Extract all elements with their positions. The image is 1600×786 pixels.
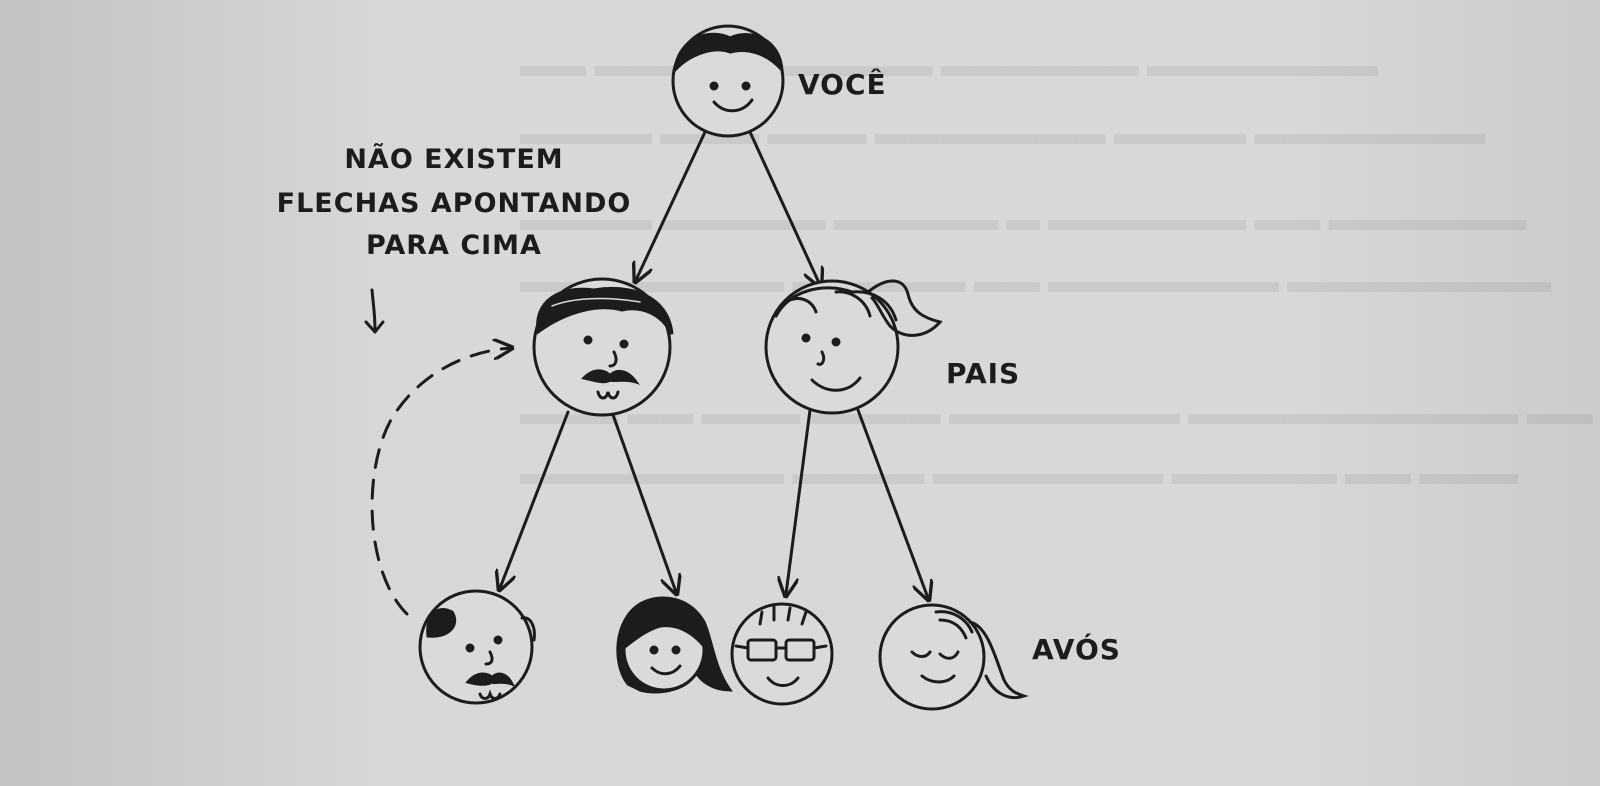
grandfather-1-face bbox=[418, 589, 536, 705]
annotation-down-arrow bbox=[364, 288, 385, 334]
arrow-you-to-mother bbox=[748, 130, 820, 285]
annotation-line-1: NÃO EXISTEM bbox=[344, 144, 564, 175]
arrow-mother-to-grandmother-2 bbox=[856, 408, 928, 598]
mother-face bbox=[764, 279, 943, 415]
label-you: VOCÊ bbox=[798, 68, 887, 101]
you-face bbox=[671, 24, 785, 138]
arrow-father-to-grandmother-1 bbox=[610, 410, 676, 592]
arrow-father-to-grandfather-1 bbox=[500, 410, 570, 588]
label-grandparents: AVÓS bbox=[1032, 633, 1121, 666]
tree-arrows bbox=[500, 130, 928, 598]
annotation-line-3: PARA CIMA bbox=[366, 230, 542, 261]
arrow-mother-to-grandfather-2 bbox=[786, 408, 812, 594]
grandmother-2-face bbox=[878, 603, 1029, 711]
father-face bbox=[532, 277, 674, 417]
annotation-line-2: FLECHAS APONTANDO bbox=[276, 188, 632, 219]
grandmother-1-face bbox=[616, 596, 733, 694]
label-parents: PAIS bbox=[946, 357, 1021, 390]
arrow-you-to-father bbox=[636, 130, 707, 280]
grandfather-2-face bbox=[730, 602, 834, 706]
